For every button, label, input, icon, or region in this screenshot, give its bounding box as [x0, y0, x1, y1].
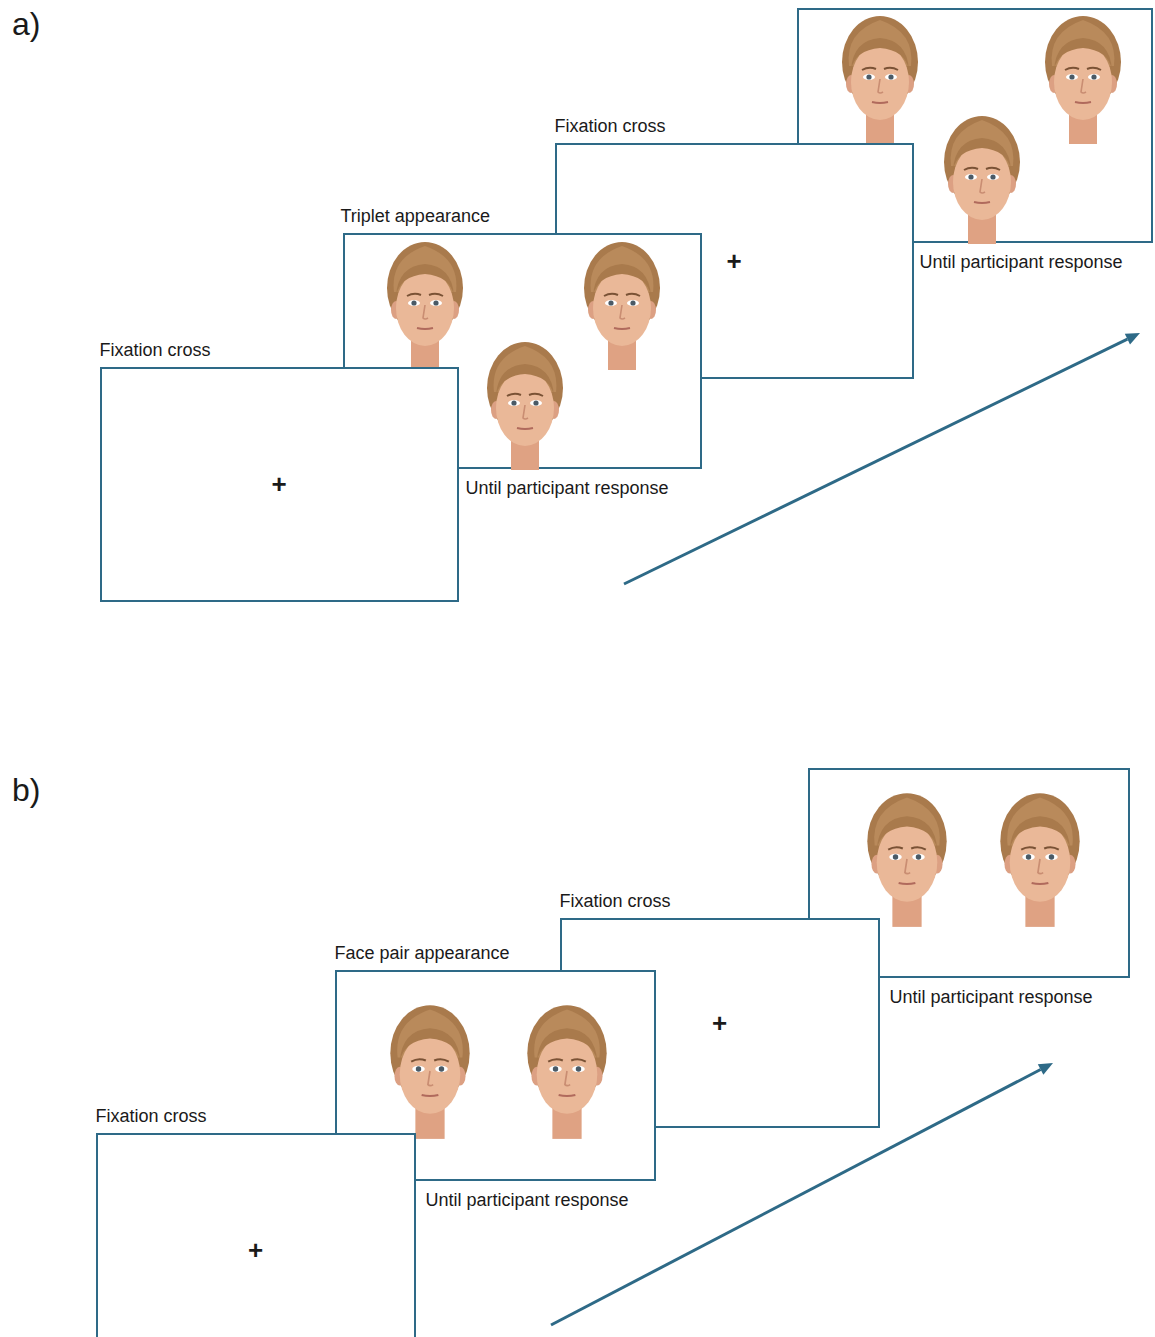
screen-title: Fixation cross — [100, 339, 211, 361]
fixation-symbol: + — [248, 1237, 263, 1263]
duration-note: Until participant response — [426, 1189, 629, 1211]
duration-note: Until participant response — [890, 986, 1093, 1008]
duration-note: Until participant response — [466, 477, 669, 499]
fixation-symbol: + — [726, 248, 741, 274]
fixation-symbol: + — [271, 471, 286, 497]
screen-frame: Until participant response — [808, 768, 1130, 978]
screen-frame: Face pair appearanceUntil participant re… — [335, 970, 656, 1181]
panel-label: b) — [12, 772, 40, 808]
fixation-symbol: + — [712, 1010, 727, 1036]
screen-title: Fixation cross — [555, 115, 666, 137]
screen-title: Fixation cross — [96, 1105, 207, 1127]
screen-title: Fixation cross — [560, 890, 671, 912]
screen-frame: Fixation cross+ — [100, 367, 459, 602]
screen-frame: Fixation cross+ — [560, 918, 880, 1128]
screen-title: Face pair appearance — [335, 942, 510, 964]
screen-frame: Fixation cross+ — [555, 143, 914, 379]
screen-title: Triplet appearance — [341, 205, 490, 227]
screen-frame: Triplet appearanceUntil participant resp… — [343, 233, 702, 469]
duration-note: Until participant response — [920, 251, 1123, 273]
panel-label: a) — [12, 6, 40, 42]
time-arrow — [551, 1070, 1041, 1326]
time-arrow — [624, 339, 1127, 584]
screen-frame: Fixation cross+ — [96, 1133, 416, 1337]
screen-frame: Until participant response — [797, 8, 1153, 243]
arrow-head — [1038, 1063, 1053, 1075]
arrow-head — [1125, 333, 1140, 345]
